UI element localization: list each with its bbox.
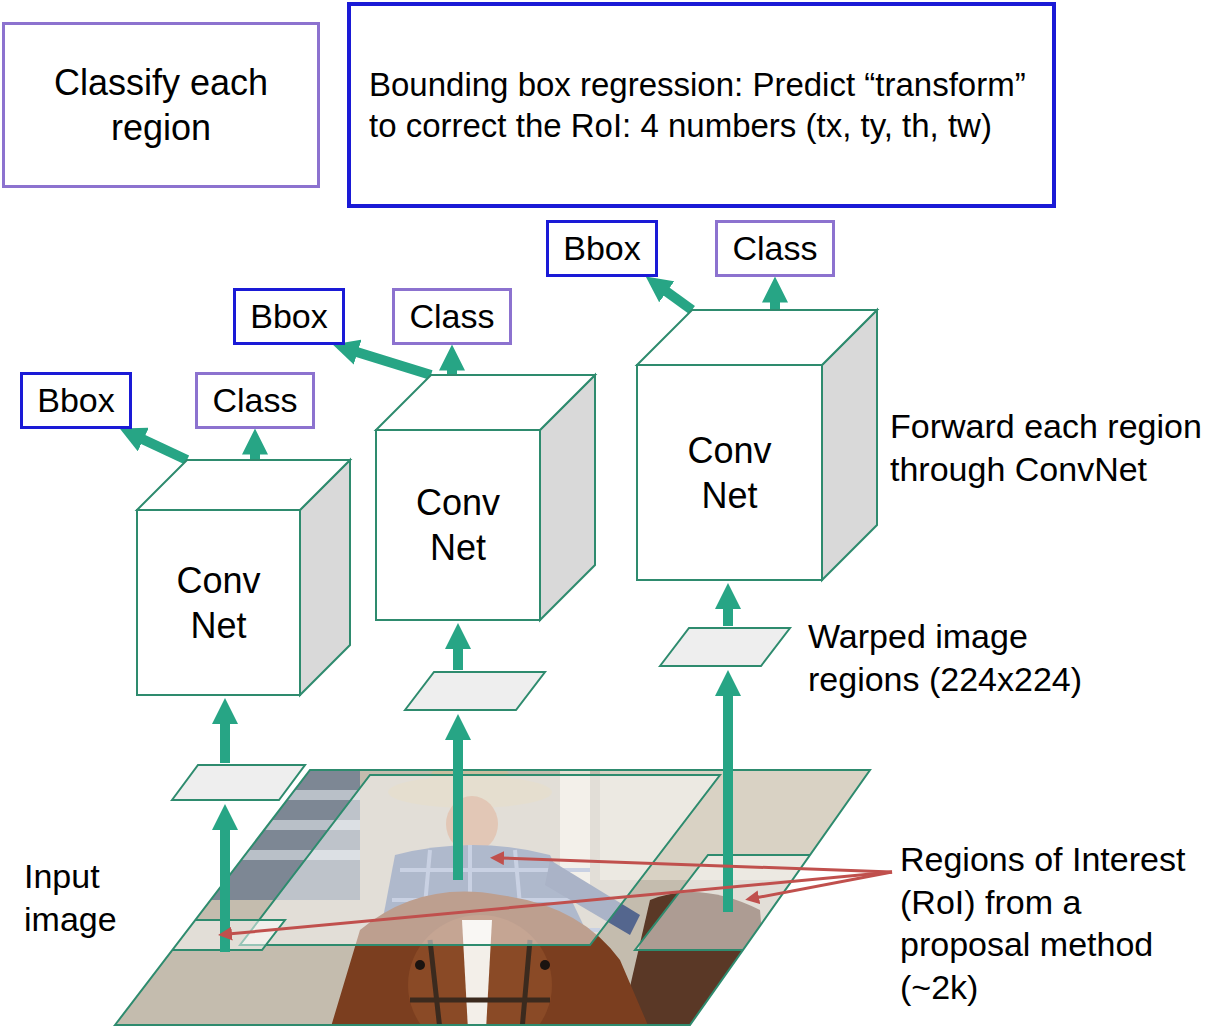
flow-arrow [453,643,463,670]
warped-region [660,628,790,666]
flow-arrow [220,718,230,763]
node-text: Class [409,295,494,338]
cube-top [376,375,595,430]
output-arrow [352,350,431,375]
flow-arrow [723,690,733,912]
output-arrow [250,449,260,461]
cube-front [637,365,822,580]
node-text: Conv Net [670,428,790,518]
callout-note: Regions of Interest (RoI) from a proposa… [900,838,1206,1008]
task-box: Classify each region [2,22,320,188]
input-label: Input image [24,855,174,940]
cube-face: Conv Net [637,365,822,580]
cube-face: Conv Net [376,430,540,620]
cube-front [376,430,540,620]
convnet-cube: Conv Net [137,460,350,695]
regression-note-box: Bounding box regression: Predict “transf… [347,2,1056,208]
node-text: Bbox [563,227,641,270]
output-arrow [138,437,187,460]
output-arrow [447,365,457,376]
step-note: Warped image regions (224x224) [808,615,1148,700]
convnet-cube: Conv Net [637,310,877,580]
flow-arrow [453,734,463,880]
node-text: Classify each region [21,60,301,150]
leader-arrow [755,872,892,898]
input-photo [100,760,900,1031]
bbox-output-box: Bbox [20,372,132,429]
cube-face: Conv Net [137,510,300,695]
cube-top [637,310,877,365]
node-text: Bbox [250,295,328,338]
photo-eye [540,960,550,970]
convnet-cube: Conv Net [376,375,595,620]
node-text: Bbox [37,379,115,422]
warped-region [172,765,305,800]
output-arrow [770,297,780,311]
bbox-output-box: Bbox [546,220,658,277]
step-note: Forward each region through ConvNet [890,405,1202,490]
class-output-box: Class [392,288,511,345]
roi-region [240,775,720,945]
node-text: Bounding box regression: Predict “transf… [369,64,1034,147]
flow-arrow [723,603,733,626]
warped-region [405,672,545,710]
photo-bridle [410,940,550,1030]
class-output-box: Class [715,220,834,277]
node-text: Class [732,227,817,270]
photo-eye [415,960,425,970]
cube-front [137,510,300,695]
class-output-box: Class [195,372,314,429]
leader-arrow [228,872,892,934]
node-text: Conv Net [159,558,279,648]
node-text: Class [212,379,297,422]
leader-arrow [500,858,892,872]
bbox-output-box: Bbox [233,288,345,345]
cube-top [137,460,350,510]
node-text: Conv Net [398,480,518,570]
output-arrow [662,288,692,310]
